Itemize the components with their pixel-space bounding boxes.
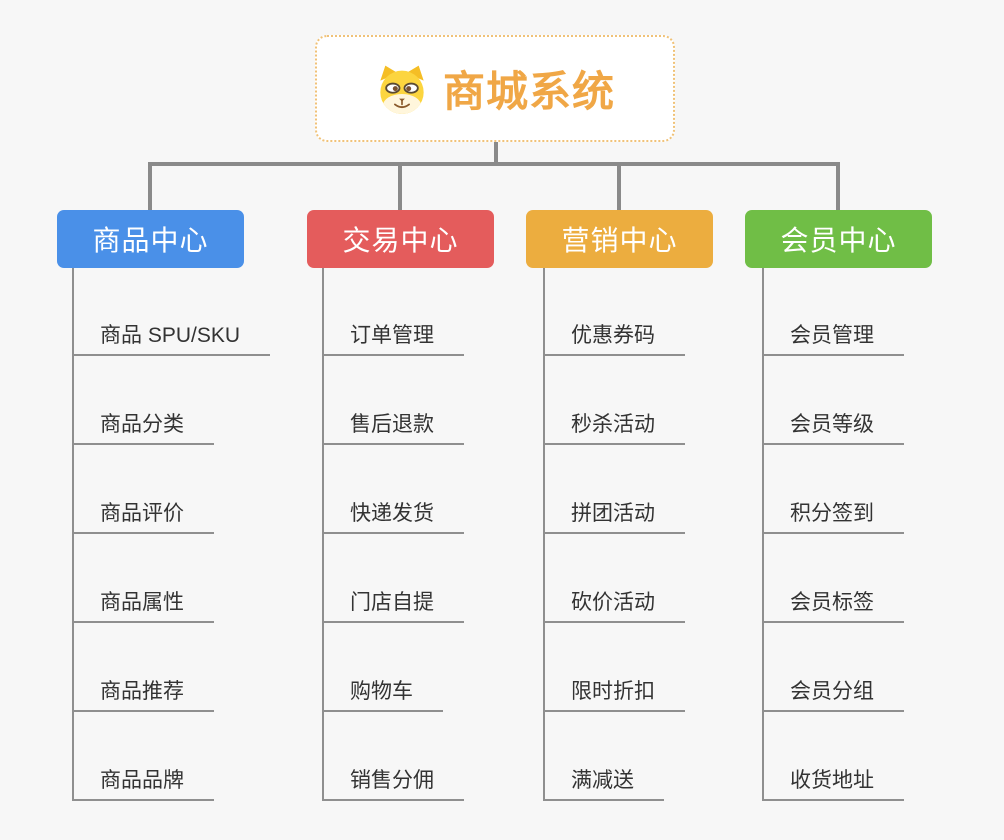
child-node[interactable]: 商品品牌 bbox=[72, 752, 214, 801]
child-node[interactable]: 销售分佣 bbox=[322, 752, 464, 801]
connector-column-spine-4 bbox=[762, 268, 764, 801]
connector-column-spine-3 bbox=[543, 268, 545, 801]
child-node[interactable]: 商品 SPU/SKU bbox=[72, 307, 271, 356]
connector-branch-drop-3 bbox=[617, 162, 621, 210]
child-node[interactable]: 满减送 bbox=[543, 752, 664, 801]
child-node[interactable]: 会员标签 bbox=[762, 574, 904, 623]
child-node[interactable]: 限时折扣 bbox=[543, 663, 685, 712]
branch-node-member-center[interactable]: 会员中心 bbox=[745, 210, 932, 268]
branch-label: 营销中心 bbox=[561, 225, 678, 256]
child-node[interactable]: 会员管理 bbox=[762, 307, 904, 356]
connector-branch-drop-2 bbox=[398, 162, 402, 210]
child-node[interactable]: 商品推荐 bbox=[72, 663, 214, 712]
child-node[interactable]: 购物车 bbox=[322, 663, 443, 712]
branch-label: 商品中心 bbox=[92, 225, 209, 256]
child-node[interactable]: 优惠券码 bbox=[543, 307, 685, 356]
connector-branch-drop-4 bbox=[836, 162, 840, 210]
connector-branch-drop-1 bbox=[148, 162, 152, 210]
branch-node-trade-center[interactable]: 交易中心 bbox=[307, 210, 494, 268]
branch-node-product-center[interactable]: 商品中心 bbox=[57, 210, 244, 268]
child-node[interactable]: 拼团活动 bbox=[543, 485, 685, 534]
branch-node-marketing-center[interactable]: 营销中心 bbox=[526, 210, 713, 268]
dog-face-icon bbox=[375, 64, 429, 114]
connector-rail bbox=[148, 162, 840, 166]
branch-label: 交易中心 bbox=[342, 225, 459, 256]
branch-label: 会员中心 bbox=[780, 225, 897, 256]
child-node[interactable]: 商品分类 bbox=[72, 396, 214, 445]
child-node[interactable]: 会员分组 bbox=[762, 663, 904, 712]
child-node[interactable]: 快递发货 bbox=[322, 485, 464, 534]
child-node[interactable]: 商品属性 bbox=[72, 574, 214, 623]
child-node[interactable]: 售后退款 bbox=[322, 396, 464, 445]
child-node[interactable]: 订单管理 bbox=[322, 307, 464, 356]
child-node[interactable]: 积分签到 bbox=[762, 485, 904, 534]
child-node[interactable]: 会员等级 bbox=[762, 396, 904, 445]
connector-column-spine-1 bbox=[72, 268, 74, 801]
connector-column-spine-2 bbox=[322, 268, 324, 801]
root-title: 商城系统 bbox=[442, 68, 615, 115]
child-node[interactable]: 门店自提 bbox=[322, 574, 464, 623]
connector-root-drop bbox=[494, 141, 498, 166]
child-node[interactable]: 秒杀活动 bbox=[543, 396, 685, 445]
child-node[interactable]: 收货地址 bbox=[762, 752, 904, 801]
root-node[interactable]: 商城系统 bbox=[315, 35, 675, 142]
child-node[interactable]: 砍价活动 bbox=[543, 574, 685, 623]
child-node[interactable]: 商品评价 bbox=[72, 485, 214, 534]
